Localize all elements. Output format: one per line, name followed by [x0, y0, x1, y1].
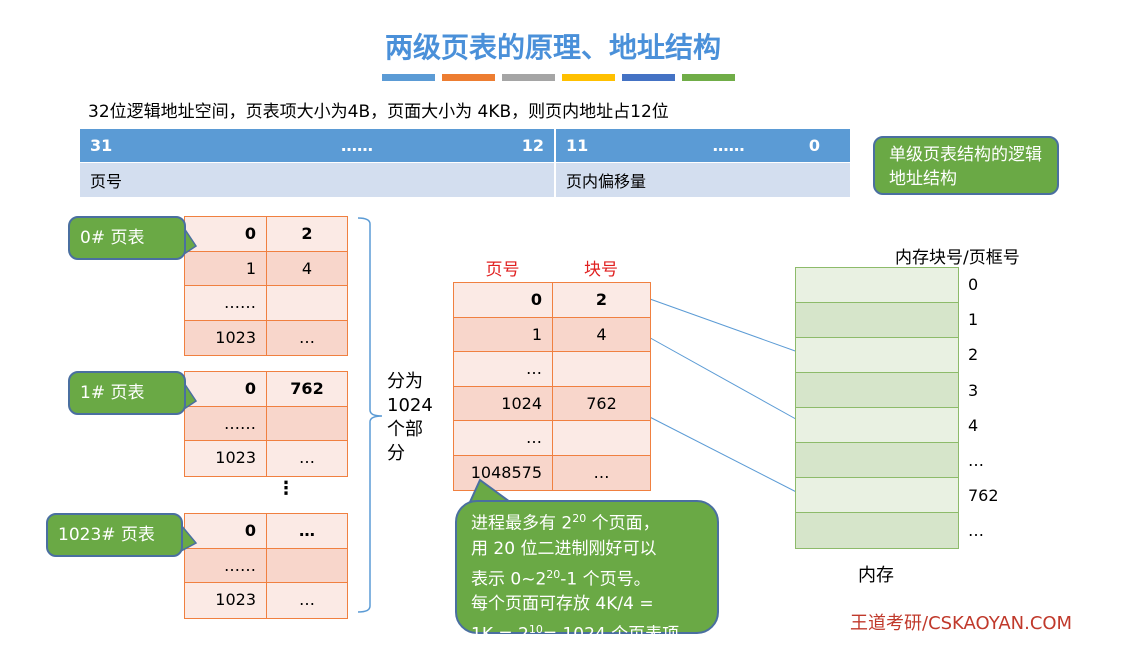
memory-block-label: … — [968, 521, 984, 541]
memory-block — [796, 408, 958, 443]
bit-12: 12 — [521, 136, 544, 155]
memory-block-label: … — [968, 451, 984, 470]
page-table-label: 0# 页表 — [68, 216, 186, 260]
memory-block-label: 3 — [968, 380, 979, 400]
bit-dots: …… — [341, 136, 373, 155]
memory — [795, 267, 959, 549]
color-bar — [562, 74, 615, 81]
memory-block — [796, 303, 958, 338]
memory-caption: 内存 — [858, 565, 894, 586]
header-page: 页号 — [485, 260, 520, 280]
memory-block-label: 1 — [968, 310, 979, 330]
memory-block-label: 762 — [968, 486, 999, 506]
bracket — [357, 217, 383, 613]
color-bar — [682, 74, 735, 81]
page-number-field: 页号 — [80, 163, 556, 197]
table-row: …… — [185, 548, 347, 583]
memory-block-label: 0 — [968, 275, 979, 294]
memory-block-label: 4 — [968, 415, 979, 435]
memory-block — [796, 513, 958, 548]
color-bar — [442, 74, 495, 81]
page-table-label: 1023# 页表 — [46, 513, 183, 557]
memory-block — [796, 443, 958, 478]
arrow-1-to-4 — [635, 329, 813, 429]
arrow-0-to-2 — [635, 293, 813, 359]
subtitle: 32位逻辑地址空间，页表项大小为4B，页面大小为 4KB，则页内地址占12位 — [88, 102, 669, 122]
table-row: 1023… — [185, 441, 347, 476]
bit-0: 0 — [808, 136, 820, 155]
color-bar — [622, 74, 675, 81]
arrow-1024-to-762 — [635, 409, 813, 501]
bit-31: 31 — [90, 136, 113, 155]
table-row: 1023… — [185, 583, 347, 618]
explanation-callout: 进程最多有 220 个页面，用 20 位二进制刚好可以表示 0~220-1 个页… — [455, 500, 719, 645]
header-block: 块号 — [584, 260, 618, 280]
addr-callout: 单级页表结构的逻辑地址结构 — [873, 136, 1059, 195]
vertical-dots: ⋮ — [277, 478, 295, 499]
bit-11: 11 — [566, 136, 589, 155]
table-row: … — [454, 352, 650, 387]
table-row: 0… — [185, 514, 347, 549]
page-table-label: 1# 页表 — [68, 371, 186, 415]
color-bar — [502, 74, 555, 81]
page-title: 两级页表的原理、地址结构 — [384, 31, 721, 64]
footer-brand: 王道考研/CSKAOYAN.COM — [850, 613, 1073, 634]
page-table-2: 0………1023… — [184, 513, 348, 619]
memory-block — [796, 268, 958, 303]
table-row: … — [454, 421, 650, 456]
memory-header: 内存块号/页框号 — [895, 248, 1020, 268]
table-row: 1023… — [185, 320, 347, 355]
memory-block-label: 2 — [968, 345, 979, 365]
table-row: …… — [185, 286, 347, 321]
table-row: …… — [185, 406, 347, 441]
memory-block — [796, 338, 958, 373]
memory-block — [796, 478, 958, 513]
memory-block — [796, 373, 958, 408]
bit-dots: …… — [712, 136, 745, 155]
color-bar — [382, 74, 435, 81]
offset-field: 页内偏移量 — [556, 163, 850, 197]
table-row: 1048575… — [454, 455, 650, 490]
address-structure: 31 …… 12 11 …… 0 页号 页内偏移量 — [80, 129, 850, 197]
